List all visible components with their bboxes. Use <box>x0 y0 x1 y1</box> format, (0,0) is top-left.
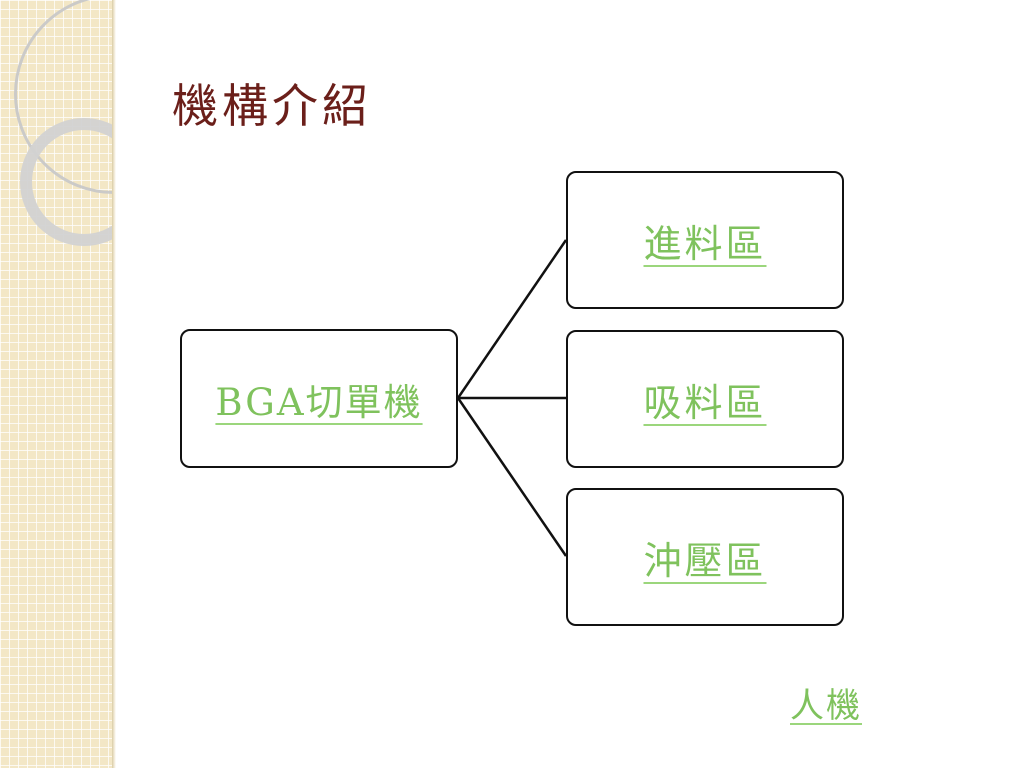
child-node-link-punch-zone[interactable]: 沖壓區 <box>643 538 767 583</box>
child-node-link-pick-zone[interactable]: 吸料區 <box>643 380 767 425</box>
side-band-edge <box>112 0 116 768</box>
hmi-link[interactable]: 人機 <box>790 686 862 726</box>
child-node-link-feed-zone[interactable]: 進料區 <box>643 221 767 266</box>
connector-line-to-feed-zone <box>456 239 568 399</box>
root-node-bga-singulation-machine: BGA切單機 <box>180 329 458 468</box>
child-node-feed-zone: 進料區 <box>566 171 844 309</box>
child-node-punch-zone: 沖壓區 <box>566 488 844 626</box>
page-title: 機構介紹 <box>172 79 372 133</box>
root-node-link[interactable]: BGA切單機 <box>215 380 423 424</box>
decorative-side-band <box>0 0 114 768</box>
connector-line-to-punch-zone <box>456 397 568 557</box>
child-node-pick-zone: 吸料區 <box>566 330 844 468</box>
